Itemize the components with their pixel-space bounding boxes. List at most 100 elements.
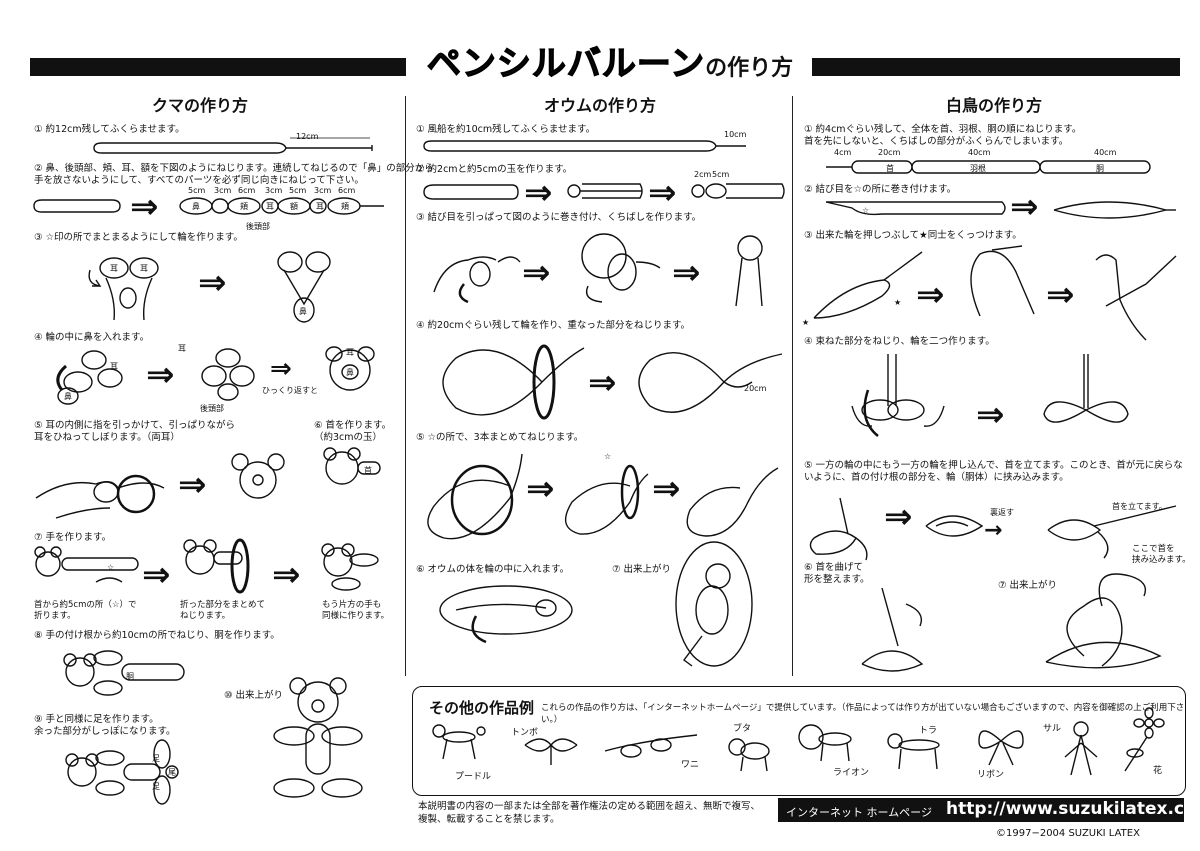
item-flower: 花 [1153,766,1163,776]
bear-figure-6 [323,447,381,485]
bear-figure-7a [34,546,139,583]
right-arrow-icon: ⇒ [146,355,175,395]
right-arrow-icon: ⇒ [884,497,913,537]
column-divider-2 [792,96,793,676]
right-arrow-icon: ⇒ [648,173,677,213]
swan-figure-2a [825,201,1006,216]
copyright-notice: 本説明書の内容の一部または全部を著作権法の定める範囲を超え、無断で複写、 複製、… [418,801,761,825]
bear-figure-8 [63,650,185,696]
parrot-figure-4b [638,352,783,413]
right-arrow-icon: ⇒ [142,555,171,595]
item-pig: ブタ [733,724,752,734]
bear-part-ear: 耳 [266,202,274,211]
parrot-step-6: ⑥ オウムの体を輪の中に入れます。 [416,564,570,575]
homepage-label: インターネット ホームページ [786,806,932,819]
bear-part-back-head: 後頭部 [246,222,270,231]
parrot-step-5: ⑤ ☆の所で、3本まとめてねじります。 [416,432,584,443]
bear-step-1-length: 12cm [296,132,319,141]
bear-figure-7b [183,538,250,594]
bear-part-forehead: 額 [290,202,298,211]
bear-step-1: ① 約12cm残してふくらませます。 [34,124,185,135]
right-arrow-icon: ⇒ [198,263,227,303]
swan-size-20cm: 20cm [878,148,901,157]
tiger-figure [887,733,940,770]
swan-figure-5a [809,497,868,561]
swan-step-3: ③ 出来た輪を押しつぶして★同士をくっつけます。 [804,230,1022,241]
ribbon-figure [978,730,1024,766]
right-arrow-icon: ⇒ [524,173,553,213]
bear-foot-label-1: 足 [152,754,160,763]
right-arrow-icon: ⇒ [916,275,945,315]
swan-figure-3c [1095,254,1177,341]
parrot-step-4-length: 20cm [744,384,767,393]
title-bar-right [812,58,1180,76]
swan-size-4cm: 4cm [834,148,852,157]
parrot-step-3: ③ 結び目を引っぱって図のように巻き付け、くちばしを作ります。 [416,212,702,223]
right-arrow-icon: ⇒ [522,253,551,293]
bear-size-5: 5cm [289,186,307,195]
swan-figure-2b [1053,201,1176,219]
star-icon: ☆ [107,563,115,572]
bear-body-label: 胴 [126,672,134,681]
right-arrow-icon: ⇒ [672,253,701,293]
bear-step-8: ⑧ 手の付け根から約10cmの所でねじり、胴を作ります。 [34,630,280,641]
bear-size-6: 3cm [314,186,332,195]
swan-part-wing: 羽根 [970,164,986,173]
bear-step-5: ⑤ 耳の内側に指を引っかけて、引っぱりながら 耳をひねってしぼります。（両耳） [34,420,236,443]
page-title: ペンシルバルーンの作り方 [410,36,810,84]
monkey-figure [1064,721,1098,776]
parrot-balloon-2a [423,184,519,200]
parrot-step-4: ④ 約20cmぐらい残して輪を作り、重なった部分をねじります。 [416,320,690,331]
swan-heading: 白鳥の作り方 [945,96,1042,115]
bear-flip-label: ひっくり返すと [262,386,318,395]
swan-neck-up-label: 首を立てます。 [1112,502,1167,511]
right-arrow-icon: ⇒ [272,555,301,595]
parrot-step-1: ① 風船を約10cm残してふくらませます。 [416,124,596,135]
bear-step-7a-note: 首から約5cmの所（☆）で 折ります。 [34,600,137,621]
other-works-box: その他の作品例 これらの作品の作り方は、「インターネットホームページ」で提供して… [412,686,1186,796]
other-works-description: これらの作品の作り方は、「インターネットホームページ」で提供しています。（作品に… [541,703,1185,725]
homepage-url[interactable]: http://www.suzukilatex.co.jp [946,799,1200,819]
swan-step-6: ⑥ 首を曲げて 形を整えます。 [804,562,870,585]
parrot-step-2: ② 約2cmと約5cmの玉を作ります。 [416,164,573,175]
bear-ear-label-b: 耳 [140,264,148,273]
bear-4b-back-label: 後頭部 [200,404,224,413]
bear-4c-nose-label: 鼻 [346,368,354,377]
other-works-title: その他の作品例 [429,699,535,717]
swan-figure-6 [861,587,924,672]
bear-figure-9 [65,739,179,805]
poodle-figure [432,724,486,760]
swan-figure-3a [813,251,923,319]
parrot-figure-5b [564,464,649,535]
swan-balloon-1 [826,160,1151,174]
bear-step-10: ⑩ 出来上がり [224,690,284,701]
item-lion: ライオン [833,768,870,778]
bear-ear-label-a: 耳 [110,264,118,273]
bear-balloon-1 [93,137,373,154]
parrot-figure-5a [427,453,523,540]
bear-figure-3b [277,251,331,323]
right-arrow-icon: ⇒ [1010,187,1039,227]
bear-step-2: ② 鼻、後頭部、頬、耳、額を下図のようにねじります。連続してねじるので「鼻」の部… [34,163,434,186]
swan-figure-5c [1047,505,1177,559]
bear-part-ear-2: 耳 [316,202,324,211]
bear-step-7c-note: もう片方の手も 同様に作ります。 [322,600,390,621]
bear-balloon-2-twisted [179,197,384,215]
right-arrow-icon: ⇒ [270,354,292,384]
copyright-line: ©1997−2004 SUZUKI LATEX [996,828,1140,839]
swan-step-4: ④ 束ねた部分をねじり、輪を二つ作ります。 [804,336,995,347]
swan-part-body: 胴 [1096,164,1104,173]
swan-part-neck: 首 [886,164,894,173]
bear-step-3: ③ ☆印の所でまとまるようにして輪を作ります。 [34,232,243,243]
parrot-balloon-1 [423,140,746,152]
swan-size-40cm-b: 40cm [1094,148,1117,157]
dragonfly-figure [524,738,578,765]
swan-figure-4a [851,354,945,437]
right-arrow-icon: → [984,518,1003,543]
item-ribbon: リボン [977,770,1005,780]
swan-figure-5b [925,515,984,537]
bear-foot-label-2: 足 [152,782,160,791]
swan-figure-4b [1043,354,1129,423]
parrot-finished-figure [675,541,753,667]
bear-step-7: ⑦ 手を作ります。 [34,532,112,543]
